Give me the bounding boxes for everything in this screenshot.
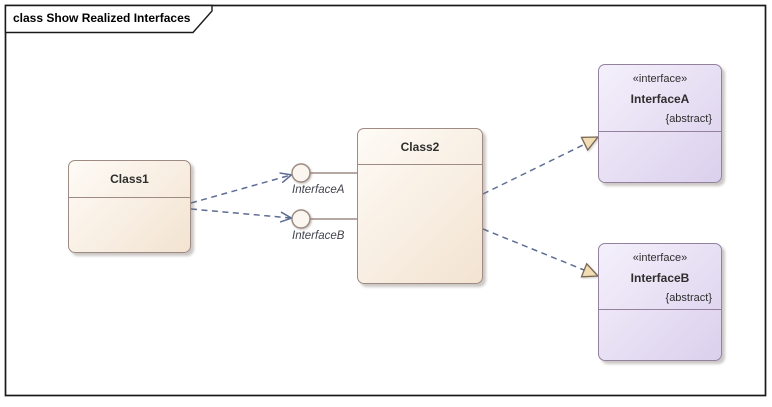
realization-triangle-interfacea (580, 136, 600, 152)
dependency-class1-to-interfacea[interactable] (190, 172, 294, 204)
realization-class2-to-interfacea[interactable] (482, 143, 586, 195)
frame-tab-label: class Show Realized Interfaces (13, 11, 191, 25)
class2-node[interactable]: Class2 (357, 128, 483, 284)
class1-node[interactable]: Class1 (68, 160, 191, 253)
class1-title: Class1 (110, 172, 149, 186)
lollipop-a-label: InterfaceA (292, 184, 345, 196)
interfacea-constraint: {abstract} (665, 113, 712, 125)
lollipop-a-circle[interactable] (291, 163, 311, 183)
interfaceb-stereotype: «interface» (632, 252, 688, 264)
interfacea-node[interactable]: «interface» InterfaceA {abstract} (598, 64, 722, 183)
interfaceb-body (599, 310, 721, 360)
frame-tab (4, 4, 213, 34)
interfacea-title: InterfaceA (630, 92, 690, 106)
class1-body (69, 198, 190, 252)
class2-title: Class2 (400, 139, 440, 154)
interfacea-header: «interface» InterfaceA {abstract} (599, 65, 721, 132)
realization-class2-to-interfaceb[interactable] (482, 228, 585, 271)
interfaceb-header: «interface» InterfaceB {abstract} (599, 244, 721, 310)
interfaceb-constraint: {abstract} (665, 292, 712, 304)
lollipop-b-label: InterfaceB (292, 230, 345, 242)
interfaceb-title: InterfaceB (630, 271, 690, 285)
interfaceb-node[interactable]: «interface» InterfaceB {abstract} (598, 243, 722, 361)
realization-triangle-interfaceb (580, 262, 600, 278)
lollipop-b-circle[interactable] (291, 209, 311, 229)
class1-header: Class1 (69, 161, 190, 198)
interfacea-stereotype: «interface» (632, 73, 688, 85)
class2-body (358, 165, 482, 283)
diagram-frame-border (4, 4, 767, 397)
class2-header: Class2 (358, 129, 482, 165)
interfacea-body (599, 132, 721, 182)
dependency-class1-to-interfaceb[interactable] (190, 208, 294, 223)
